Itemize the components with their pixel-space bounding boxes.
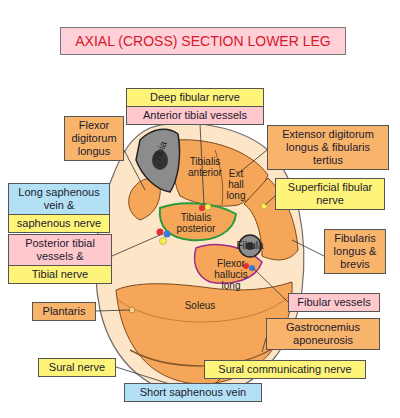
label-box: Extensor digitorum longus & fibularis te…	[267, 125, 389, 170]
label-text: Gastrocnemius aponeurosis	[267, 319, 379, 349]
label-text: Plantaris	[33, 303, 95, 320]
label-box: Sural nerve	[38, 358, 116, 377]
structure-label: Tibialis anterior	[180, 156, 230, 178]
label-box: Sural communicating nerve	[204, 360, 366, 379]
structure-label: Tibialis posterior	[168, 212, 224, 234]
label-text: Short saphenous vein	[125, 384, 261, 401]
nerve	[205, 204, 211, 210]
structure-label: Flexor hallucis long	[206, 258, 256, 291]
muscle-line	[118, 296, 290, 322]
vessel	[164, 231, 171, 238]
label-text: Fibular vessels	[289, 294, 379, 311]
label-text: Sural nerve	[39, 359, 115, 376]
label-text: Extensor digitorum longus & fibularis te…	[268, 126, 388, 169]
tibia-bone	[136, 129, 180, 192]
label-text: Anterior tibial vessels	[127, 106, 263, 124]
vessel	[199, 205, 205, 211]
vessel	[249, 265, 255, 271]
label-box: Plantaris	[32, 302, 96, 321]
label-text: Posterior tibial vessels &	[9, 235, 111, 265]
label-box: Superficial fibular nerve	[275, 178, 385, 210]
vessel	[157, 229, 164, 236]
label-text: Sural communicating nerve	[205, 361, 365, 378]
tibialis-posterior	[160, 203, 236, 240]
label-box: Short saphenous vein	[124, 383, 262, 402]
label-text: Fibularis longus & brevis	[325, 230, 385, 273]
label-box: Posterior tibial vessels &Tibial nerve	[8, 234, 112, 284]
structure-label: Soleus	[176, 300, 224, 311]
label-text: saphenous nerve	[9, 214, 109, 232]
structure-label: Ext hall long	[222, 168, 250, 201]
nerve	[160, 238, 167, 245]
label-box: Fibularis longus & brevis	[324, 229, 386, 274]
label-text: Superficial fibular nerve	[276, 179, 384, 209]
label-box: Fibular vessels	[288, 293, 380, 312]
label-box: Long saphenous vein &saphenous nerve	[8, 183, 110, 233]
label-box: Flexor digitorum longus	[64, 116, 124, 161]
label-text: Flexor digitorum longus	[65, 117, 123, 160]
structure-label: Fibula	[226, 240, 274, 251]
label-text: Tibial nerve	[9, 265, 111, 283]
label-text: Long saphenous vein &	[9, 184, 109, 214]
title-text: AXIAL (CROSS) SECTION LOWER LEG	[60, 27, 346, 55]
label-box: Deep fibular nerveAnterior tibial vessel…	[126, 88, 264, 125]
label-box: Gastrocnemius aponeurosis	[266, 318, 380, 350]
label-text: Deep fibular nerve	[127, 89, 263, 106]
